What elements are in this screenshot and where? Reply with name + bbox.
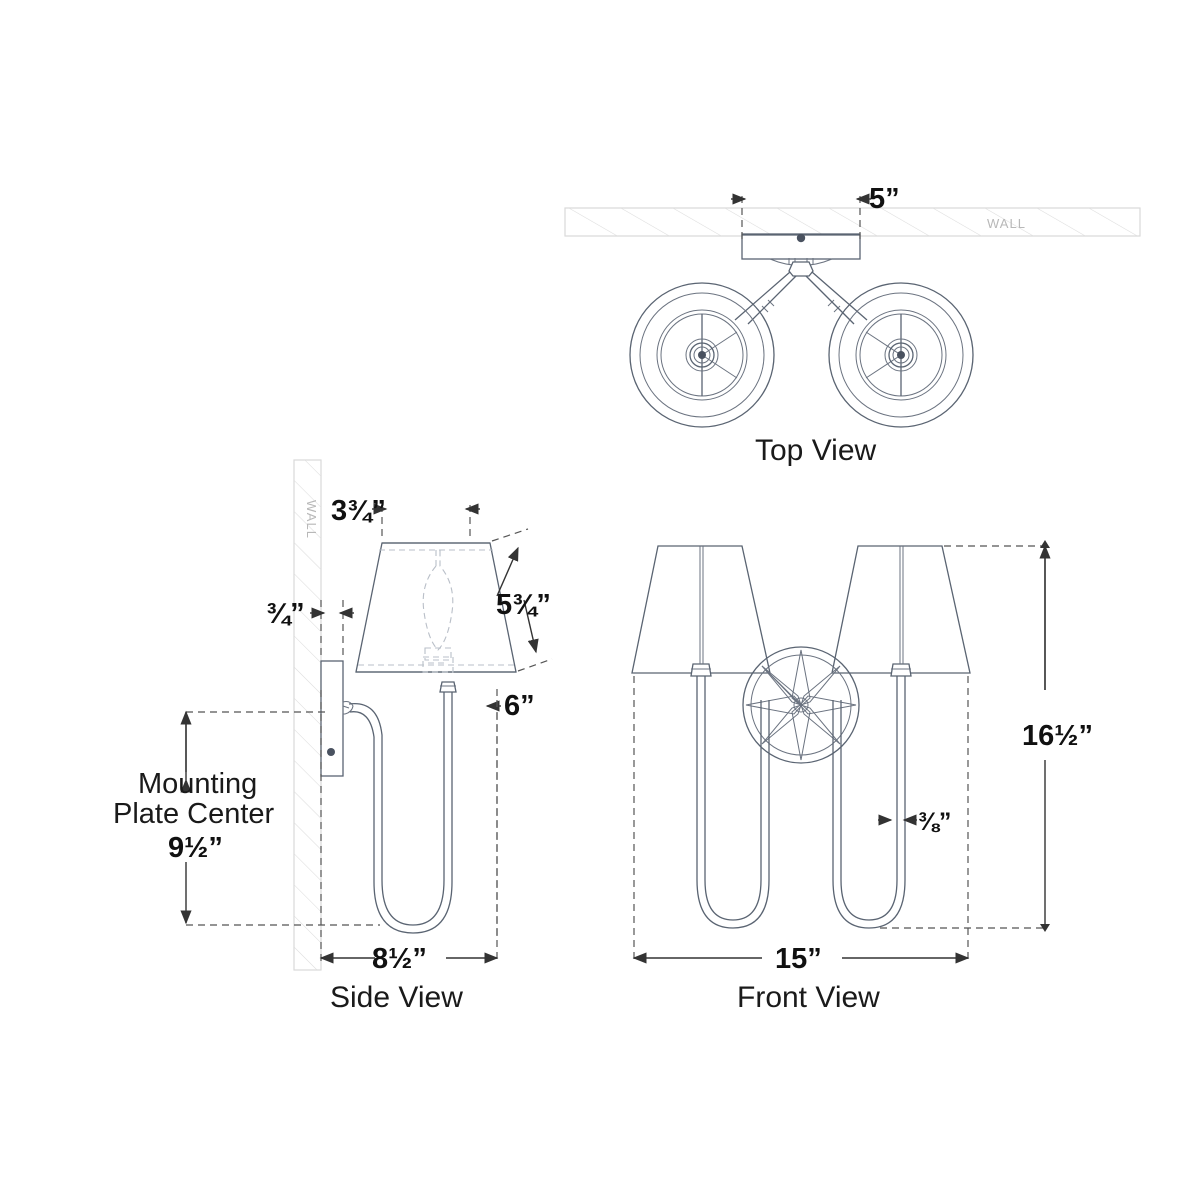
top-view-shade-right <box>828 282 974 428</box>
note-mounting-line1: Mounting <box>138 768 257 800</box>
side-view-group: WALL <box>113 459 553 1014</box>
side-view-socket <box>439 681 457 693</box>
note-mounting-line3: 9½” <box>168 832 223 864</box>
dim-side-3-4: ¾” <box>266 598 354 660</box>
front-view-backplate-rosette <box>742 646 860 764</box>
top-view-arms <box>734 261 868 325</box>
dim-label-3-3-4: 3¾” <box>331 495 386 527</box>
front-view-arm-right <box>832 546 912 929</box>
side-view-backplate <box>320 660 354 777</box>
dim-side-6in: 6” <box>485 689 535 940</box>
front-view-arm-left <box>690 546 770 929</box>
dim-label-8-1-2: 8½” <box>372 943 427 975</box>
caption-side-view: Side View <box>330 981 463 1014</box>
dim-side-3-3-4: 3¾” <box>331 495 480 540</box>
side-view-shade <box>355 542 517 673</box>
dim-side-8-1-2: 8½” <box>319 690 499 975</box>
top-view-wall: WALL <box>564 207 1141 237</box>
dim-label-15in: 15” <box>775 943 822 975</box>
dim-label-6in: 6” <box>504 690 535 722</box>
dim-front-15in: 15” <box>632 676 970 975</box>
side-view-wall: WALL <box>293 459 322 971</box>
top-view-group: WALL <box>564 183 1141 467</box>
dim-label-16-1-2: 16½” <box>1022 720 1093 752</box>
side-view-bulb-hidden <box>422 550 454 673</box>
wall-label-side: WALL <box>304 500 319 539</box>
wall-label-top: WALL <box>987 216 1026 231</box>
dim-top-5in: 5” <box>731 183 900 240</box>
dim-label-5-3-4: 5¾” <box>496 589 551 621</box>
dim-label-3-8: ⅜” <box>918 808 951 836</box>
caption-front-view: Front View <box>737 981 880 1014</box>
dim-side-mounting-plate-center: Mounting Plate Center 9½” <box>113 710 380 926</box>
dim-label-3-4: ¾” <box>266 598 305 630</box>
dim-front-16-1-2: 16½” <box>880 540 1093 932</box>
top-view-shade-left <box>629 282 775 428</box>
side-view-arm <box>348 692 453 934</box>
note-mounting-line2: Plate Center <box>113 798 275 830</box>
dim-label-5in: 5” <box>869 183 900 215</box>
front-view-shade-right <box>831 545 971 674</box>
top-view-mounting-plate <box>741 233 861 266</box>
front-view-shade-left <box>631 545 771 674</box>
dim-side-5-3-4: 5¾” <box>491 528 553 672</box>
front-view-group: 16½” ⅜” 15” Front View <box>631 540 1093 1014</box>
caption-top-view: Top View <box>755 434 877 467</box>
dim-front-3-8: ⅜” <box>878 808 951 836</box>
